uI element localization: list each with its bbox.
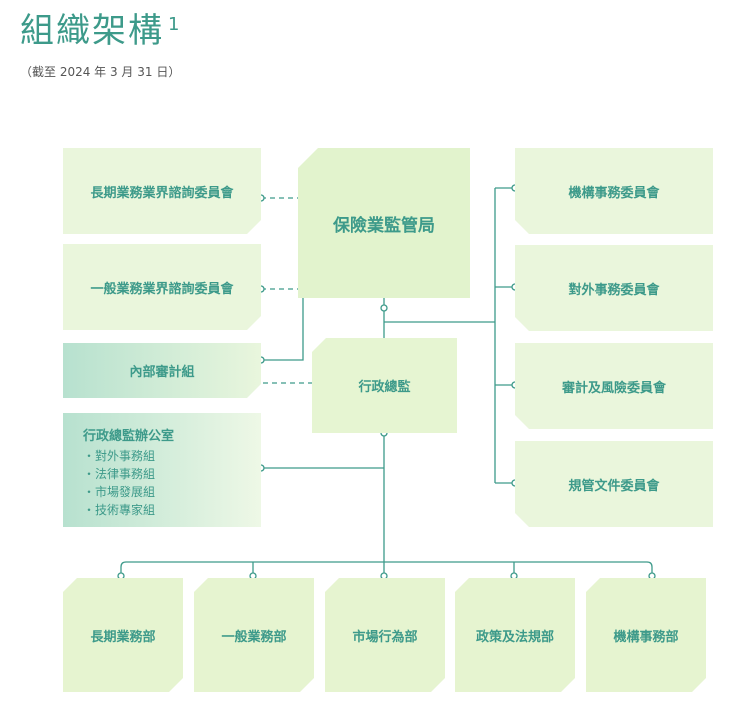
division-market-conduct: 市場行為部 bbox=[325, 578, 445, 692]
committee-external-affairs: 對外事務委員會 bbox=[515, 245, 713, 331]
ceo-office-unit: 法律事務組 bbox=[83, 465, 261, 483]
committee-corporate-affairs: 機構事務委員會 bbox=[515, 148, 713, 234]
page-subtitle: （截至 2024 年 3 月 31 日） bbox=[20, 65, 181, 79]
division-general-business: 一般業務部 bbox=[194, 578, 314, 692]
division-corporate-affairs: 機構事務部 bbox=[586, 578, 706, 692]
division-policy-legislation: 政策及法規部 bbox=[455, 578, 575, 692]
title-footnote: 1 bbox=[168, 14, 182, 35]
ceo-office-unit: 市場發展組 bbox=[83, 483, 261, 501]
ceo-office-title: 行政總監辦公室 bbox=[83, 429, 175, 444]
regulator-box: 保險業監管局 bbox=[298, 148, 470, 298]
advisory-committee-long-term: 長期業務業界諮詢委員會 bbox=[63, 148, 261, 234]
ceo-office-unit: 技術專家組 bbox=[83, 501, 261, 519]
ceo-box: 行政總監 bbox=[312, 338, 457, 433]
internal-audit-unit: 內部審計組 bbox=[63, 343, 261, 398]
advisory-committee-general: 一般業務業界諮詢委員會 bbox=[63, 244, 261, 330]
division-long-term-business: 長期業務部 bbox=[63, 578, 183, 692]
ceo-office-unit: 對外事務組 bbox=[83, 447, 261, 465]
committee-regulatory-instruments: 規管文件委員會 bbox=[515, 441, 713, 527]
committee-audit-risk: 審計及風險委員會 bbox=[515, 343, 713, 429]
ceo-office: 行政總監辦公室 對外事務組 法律事務組 市場發展組 技術專家組 bbox=[63, 413, 261, 527]
